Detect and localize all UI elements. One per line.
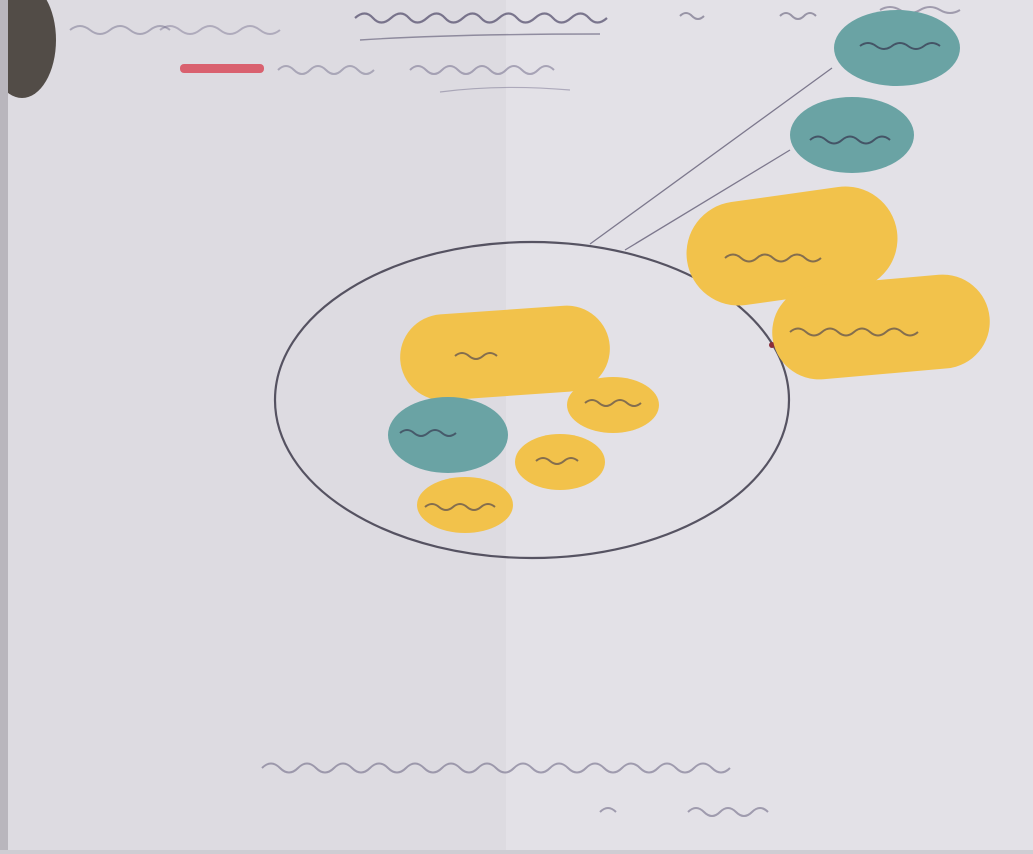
footer-scribble-2b (687, 807, 769, 817)
oval-scribble (454, 352, 498, 360)
footer-scribble-1 (261, 762, 731, 774)
corner-object (0, 0, 56, 98)
outside-ovals (686, 10, 990, 380)
red-legend-line (180, 64, 264, 73)
connector-line-2 (624, 149, 791, 251)
header-scribble-left-2 (159, 25, 281, 35)
sheet-left-edge (0, 0, 8, 850)
teal-oval-outside-2 (790, 97, 914, 173)
legend-label-scribble (277, 65, 375, 75)
oval-scribble (809, 135, 891, 145)
header-scribble-far-right (879, 6, 961, 14)
oval-scribble (535, 457, 579, 465)
teal-oval-outside-1 (834, 10, 960, 86)
legend-value-scribble (409, 65, 555, 75)
oval-scribble (424, 503, 496, 511)
oval-scribble (789, 327, 919, 337)
legend-underline (439, 86, 571, 93)
inside-ovals (388, 305, 659, 533)
yellow-oval-inside-small-2 (515, 434, 605, 490)
header-scribble-right-2 (779, 12, 817, 20)
footer-scribble-2a (599, 807, 617, 813)
community-circle (273, 240, 791, 560)
connector-line-1 (589, 67, 833, 245)
oval-scribble (859, 42, 941, 50)
footer (261, 762, 769, 817)
oval-scribble (399, 429, 457, 437)
oval-scribble (724, 253, 822, 263)
oval-scribble (584, 399, 642, 407)
yellow-oval-outside-1 (686, 186, 898, 306)
yellow-oval-inside-small-1 (567, 377, 659, 433)
yellow-oval-outside-2 (772, 274, 990, 380)
header-scribble-left (69, 25, 171, 35)
title-underline (359, 33, 601, 41)
header-title-scribble (354, 12, 608, 24)
yellow-oval-inside-large (400, 305, 610, 401)
header (69, 6, 961, 93)
circle-red-mark (769, 342, 775, 348)
header-scribble-right (679, 12, 705, 20)
